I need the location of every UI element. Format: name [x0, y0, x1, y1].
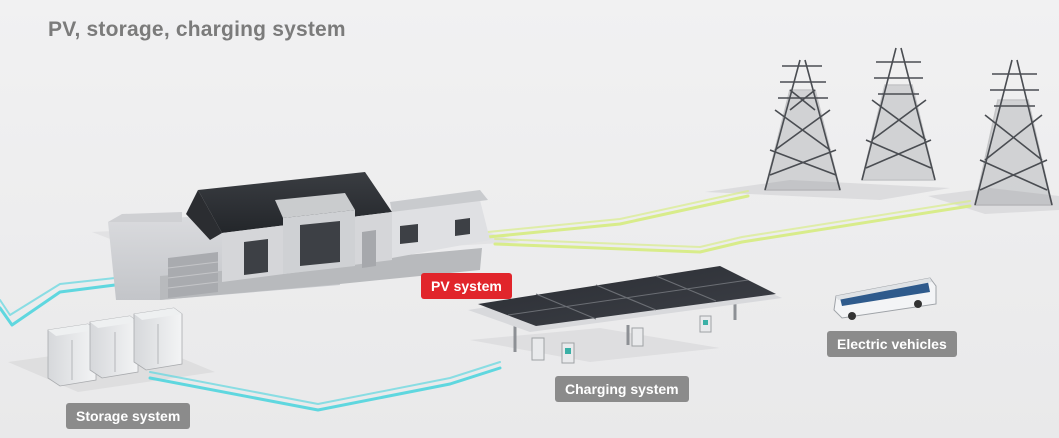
electric-vehicles-label: Electric vehicles	[827, 331, 957, 357]
house-illustration	[108, 172, 490, 300]
electric-bus	[833, 277, 937, 320]
page-title: PV, storage, charging system	[48, 18, 346, 41]
charging-canopy	[468, 266, 782, 364]
grid-cables	[486, 190, 972, 254]
storage-cables	[0, 277, 502, 412]
pv-system-label: PV system	[421, 273, 512, 299]
transmission-tower-2	[860, 47, 937, 181]
charging-system-label: Charging system	[555, 376, 689, 402]
transmission-tower-3	[974, 59, 1054, 206]
transmission-tower-1	[763, 59, 842, 191]
storage-cabinets	[47, 307, 183, 387]
storage-system-label: Storage system	[66, 403, 191, 429]
